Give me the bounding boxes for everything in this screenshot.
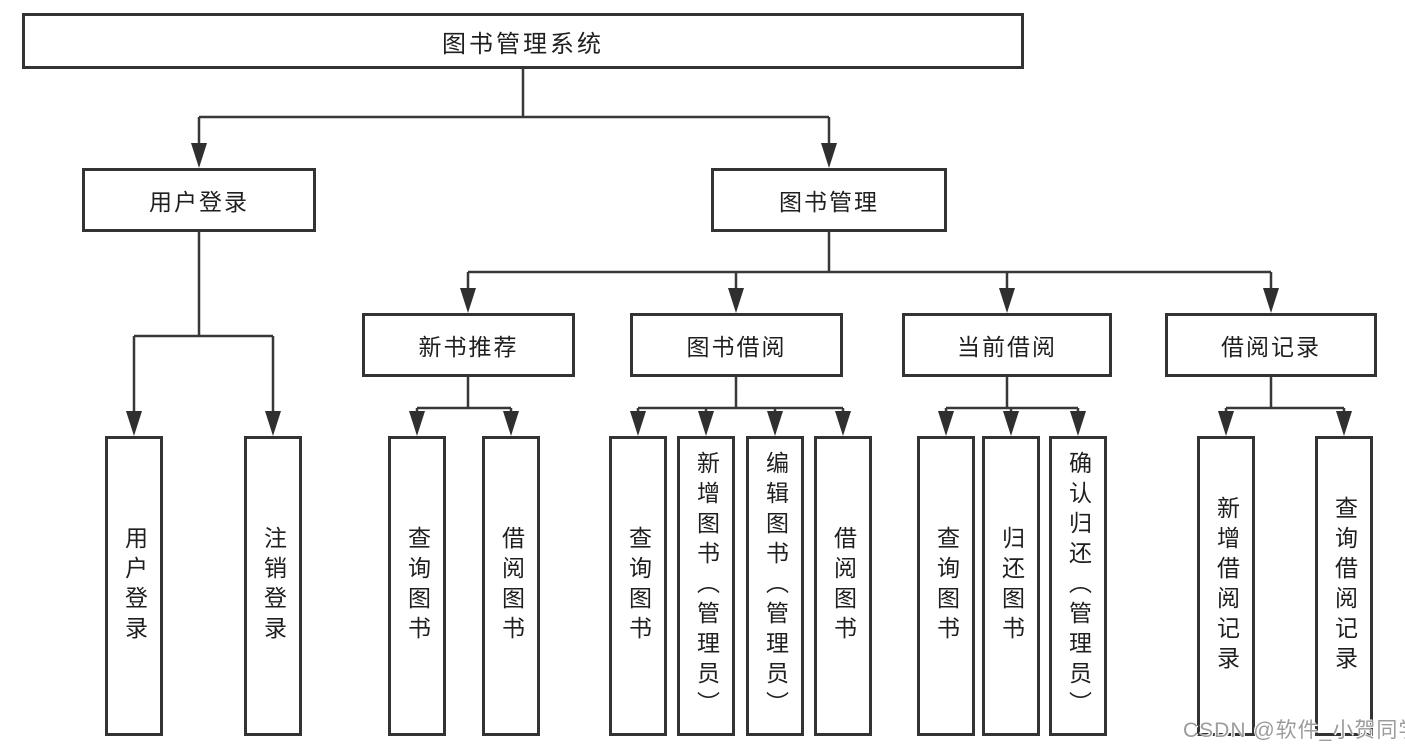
leaf-query-books-current-label: 查询图书 bbox=[933, 526, 960, 646]
node-new-book-recommend-label: 新书推荐 bbox=[418, 334, 519, 360]
node-current-borrow-label: 当前借阅 bbox=[957, 334, 1057, 360]
leaf-logout-label: 注销登录 bbox=[260, 526, 287, 646]
node-book-management: 图书管理 bbox=[711, 168, 947, 232]
node-new-book-recommend: 新书推荐 bbox=[362, 313, 575, 377]
node-book-management-label: 图书管理 bbox=[779, 189, 879, 215]
leaf-add-book-admin-label: 新增图书（管理员） bbox=[693, 451, 720, 721]
node-book-borrow: 图书借阅 bbox=[630, 313, 843, 377]
node-book-borrow-label: 图书借阅 bbox=[686, 334, 787, 360]
leaf-logout: 注销登录 bbox=[244, 436, 302, 736]
node-root: 图书管理系统 bbox=[22, 13, 1024, 69]
node-current-borrow: 当前借阅 bbox=[902, 313, 1112, 377]
leaf-confirm-return-admin-label: 确认归还（管理员） bbox=[1065, 451, 1092, 721]
leaf-add-borrow-record: 新增借阅记录 bbox=[1197, 436, 1255, 736]
leaf-query-books-recommend: 查询图书 bbox=[388, 436, 446, 736]
leaf-confirm-return-admin: 确认归还（管理员） bbox=[1049, 436, 1107, 736]
leaf-return-book-label: 归还图书 bbox=[998, 526, 1025, 646]
leaf-query-books-current: 查询图书 bbox=[917, 436, 975, 736]
leaf-query-books-borrow: 查询图书 bbox=[609, 436, 667, 736]
leaf-query-books-recommend-label: 查询图书 bbox=[404, 526, 431, 646]
leaf-query-books-borrow-label: 查询图书 bbox=[625, 526, 652, 646]
leaf-add-book-admin: 新增图书（管理员） bbox=[677, 436, 735, 736]
leaf-user-login: 用户登录 bbox=[105, 436, 163, 736]
leaf-borrow-books: 借阅图书 bbox=[814, 436, 872, 736]
leaf-borrow-books-recommend: 借阅图书 bbox=[482, 436, 540, 736]
leaf-borrow-books-recommend-label: 借阅图书 bbox=[498, 526, 525, 646]
node-borrow-records: 借阅记录 bbox=[1165, 313, 1377, 377]
node-user-login: 用户登录 bbox=[82, 168, 316, 232]
arrowhead-icons bbox=[126, 143, 1352, 436]
leaf-return-book: 归还图书 bbox=[982, 436, 1040, 736]
leaf-borrow-books-label: 借阅图书 bbox=[830, 526, 857, 646]
leaf-query-borrow-record-label: 查询借阅记录 bbox=[1331, 496, 1358, 676]
leaf-edit-book-admin: 编辑图书（管理员） bbox=[746, 436, 804, 736]
node-user-login-label: 用户登录 bbox=[149, 189, 249, 215]
leaf-user-login-label: 用户登录 bbox=[121, 526, 148, 646]
leaf-add-borrow-record-label: 新增借阅记录 bbox=[1213, 496, 1240, 676]
leaf-query-borrow-record: 查询借阅记录 bbox=[1315, 436, 1373, 736]
node-root-label: 图书管理系统 bbox=[442, 30, 604, 58]
node-borrow-records-label: 借阅记录 bbox=[1221, 334, 1321, 360]
leaf-edit-book-admin-label: 编辑图书（管理员） bbox=[762, 451, 789, 721]
watermark: CSDN @软件_小贺同学 bbox=[1183, 719, 1405, 742]
